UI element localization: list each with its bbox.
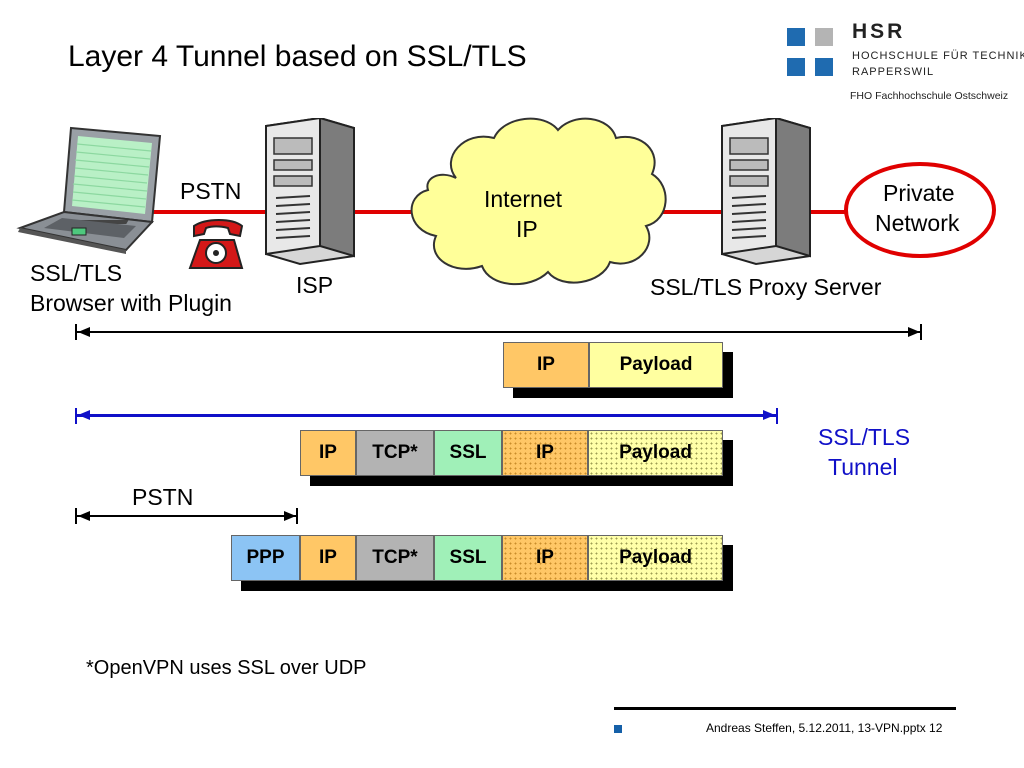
pstn-label-span: PSTN [132, 484, 194, 510]
packet-field: TCP* [356, 430, 434, 476]
tunnel-label-1: SSL/TLS [818, 424, 911, 450]
packet-field: IP [300, 430, 356, 476]
logo-line2: RAPPERSWIL [852, 66, 935, 78]
footnote: *OpenVPN uses SSL over UDP [86, 657, 367, 679]
packet-field: IP [503, 342, 589, 388]
proxy-server-icon [721, 118, 811, 266]
cloud-label-internet: Internet [484, 186, 562, 212]
private-network-ellipse [844, 162, 996, 258]
laptop-icon [16, 126, 162, 254]
telephone-icon [188, 219, 244, 269]
packet-row-3: PPP IP TCP* SSL IP Payload [231, 535, 733, 591]
packet-field: IP [300, 535, 356, 581]
packet-field: Payload [588, 535, 723, 581]
packet-row-1: IP Payload [503, 342, 733, 398]
proxy-label: SSL/TLS Proxy Server [650, 274, 882, 300]
cloud-label-ip: IP [516, 216, 538, 242]
packet-field: SSL [434, 430, 502, 476]
logo-name: HSR [852, 20, 906, 43]
private-network-label-2: Network [875, 210, 960, 236]
packet-field: IP [502, 430, 588, 476]
tunnel-label-2: Tunnel [828, 454, 898, 480]
packet-field: Payload [589, 342, 723, 388]
logo-line3: FHO Fachhochschule Ostschweiz [850, 90, 1009, 102]
private-network-label-1: Private [883, 180, 955, 206]
link-isp-cloud [352, 210, 412, 214]
link-cloud-proxy [660, 210, 730, 214]
link-proxy-private [810, 210, 850, 214]
logo-square [815, 28, 833, 46]
packet-field: PPP [231, 535, 300, 581]
internet-cloud [410, 117, 667, 285]
slide-title: Layer 4 Tunnel based on SSL/TLS [68, 40, 527, 73]
client-label-1: SSL/TLS [30, 260, 123, 286]
isp-label: ISP [296, 272, 334, 298]
logo-square [815, 58, 833, 76]
link-client-isp [148, 210, 268, 214]
logo-square [787, 58, 805, 76]
packet-field: Payload [588, 430, 723, 476]
logo-square [787, 28, 805, 46]
footer-bullet-icon [614, 725, 622, 733]
logo-line1: HOCHSCHULE FÜR TECHNIK [852, 50, 1024, 62]
client-label-2: Browser with Plugin [30, 290, 232, 316]
packet-field: SSL [434, 535, 502, 581]
packet-field: IP [502, 535, 588, 581]
footer-text: Andreas Steffen, 5.12.2011, 13-VPN.pptx … [706, 721, 943, 735]
pstn-label-top: PSTN [180, 178, 242, 204]
isp-server-icon [265, 118, 355, 266]
packet-field: TCP* [356, 535, 434, 581]
footer-rule [614, 707, 956, 710]
packet-row-2: IP TCP* SSL IP Payload [300, 430, 733, 486]
